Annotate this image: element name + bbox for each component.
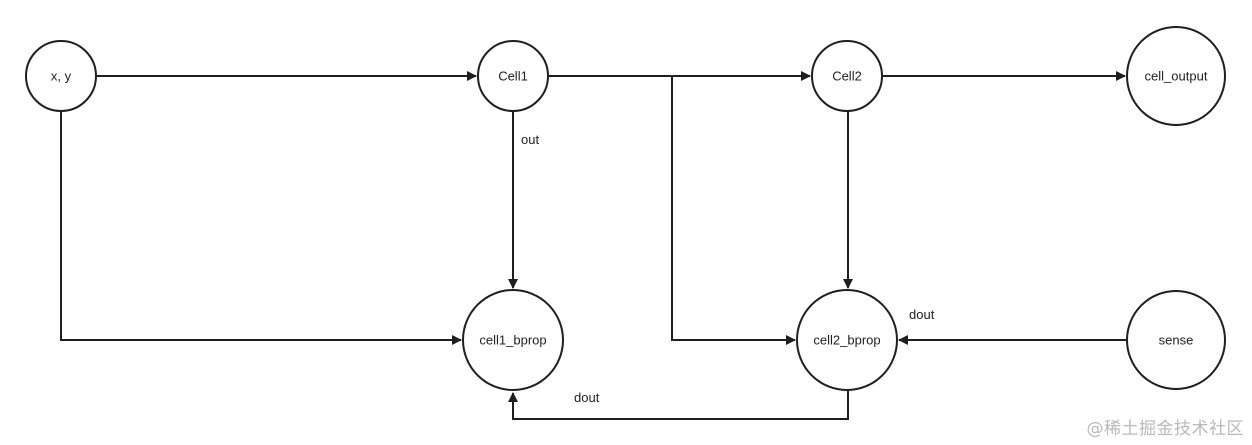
edge-label-dout-bottom: dout xyxy=(574,390,600,405)
node-xy[interactable]: x, y xyxy=(25,40,97,112)
edges xyxy=(60,71,1126,420)
node-cell1-label: Cell1 xyxy=(498,69,528,84)
edge-label-dout-sense: dout xyxy=(909,307,935,322)
node-xy-label: x, y xyxy=(51,69,72,84)
node-cell2[interactable]: Cell2 xyxy=(811,40,883,112)
node-cell2-bprop-circle xyxy=(796,289,898,391)
edge-cell2-bprop-to-cell1-bprop xyxy=(508,391,849,420)
node-xy-circle xyxy=(25,40,97,112)
node-cell2-bprop[interactable]: cell2_bprop xyxy=(796,289,898,391)
edge-label-out: out xyxy=(521,132,539,147)
edge-xy-to-cell1-bprop xyxy=(60,111,462,345)
watermark: @稀土掘金技术社区 xyxy=(1086,419,1244,439)
node-cell1-bprop[interactable]: cell1_bprop xyxy=(462,289,564,391)
edge-cell1-to-cell2-bprop xyxy=(671,76,796,345)
node-cell-output-label: cell_output xyxy=(1145,69,1208,84)
node-sense[interactable]: sense xyxy=(1126,290,1226,390)
node-cell1-circle xyxy=(477,40,549,112)
node-cell1-bprop-label: cell1_bprop xyxy=(479,333,546,348)
node-cell2-circle xyxy=(811,40,883,112)
node-sense-label: sense xyxy=(1159,333,1194,348)
node-sense-circle xyxy=(1126,290,1226,390)
node-cell1-bprop-circle xyxy=(462,289,564,391)
node-cell1[interactable]: Cell1 xyxy=(477,40,549,112)
node-cell2-bprop-label: cell2_bprop xyxy=(813,333,880,348)
node-cell-output-circle xyxy=(1126,26,1226,126)
node-cell2-label: Cell2 xyxy=(832,69,862,84)
node-cell-output[interactable]: cell_output xyxy=(1126,26,1226,126)
